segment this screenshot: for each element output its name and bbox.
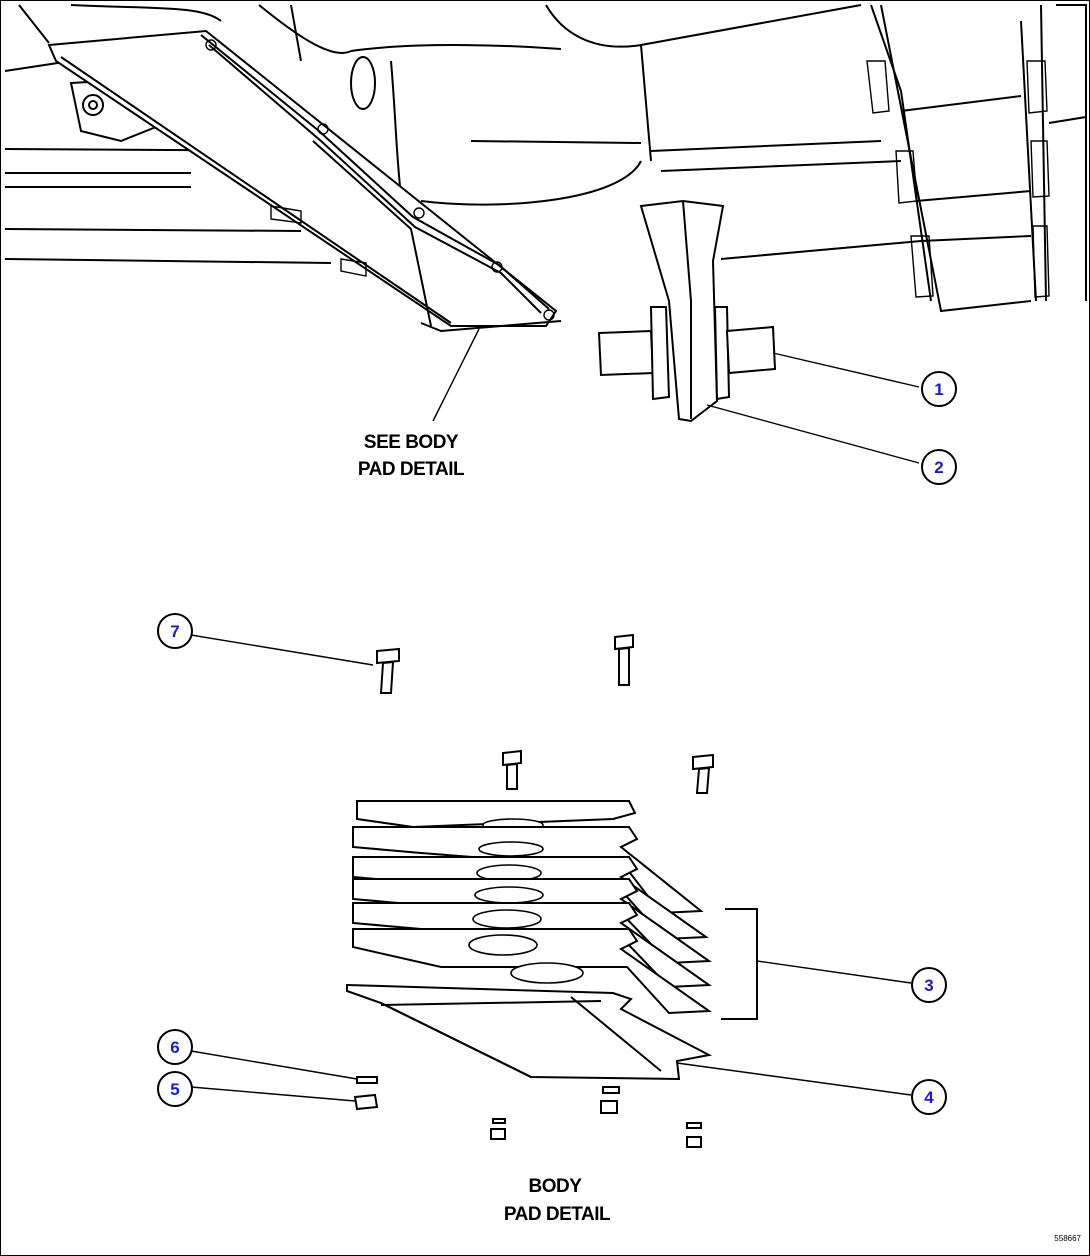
callout-3[interactable]: 3 xyxy=(911,967,947,1003)
detail-title-line1: BODY xyxy=(529,1176,583,1197)
shim-bracket xyxy=(721,908,758,1020)
shim-plates xyxy=(352,800,712,1015)
svg-text:3: 3 xyxy=(924,976,933,995)
svg-text:6: 6 xyxy=(170,1038,179,1057)
callout-1[interactable]: 1 xyxy=(921,371,957,407)
shim-6 xyxy=(356,1076,378,1084)
svg-text:5: 5 xyxy=(170,1080,179,1099)
bushing-bracket xyxy=(597,199,777,423)
svg-text:2: 2 xyxy=(934,458,943,477)
body-pad-rail xyxy=(47,29,562,333)
washer xyxy=(686,1122,702,1129)
base-plate xyxy=(346,983,713,1081)
bolt xyxy=(692,753,714,794)
bolt xyxy=(376,647,400,694)
washer xyxy=(602,1086,620,1094)
svg-text:4: 4 xyxy=(924,1088,934,1107)
callout-2[interactable]: 2 xyxy=(921,449,957,485)
washer xyxy=(600,1100,618,1114)
frame-assembly xyxy=(4,4,1087,313)
body-pad-detail xyxy=(346,633,758,1148)
callout-7[interactable]: 7 xyxy=(157,613,193,649)
callout-5[interactable]: 5 xyxy=(157,1071,193,1107)
washer xyxy=(492,1118,506,1124)
detail-title-line2: PAD DETAIL xyxy=(504,1204,611,1225)
svg-text:1: 1 xyxy=(934,380,943,399)
see-body-label-line2: PAD DETAIL xyxy=(358,459,465,480)
washer-5 xyxy=(353,1093,379,1111)
leader-lines xyxy=(190,328,920,1102)
washer xyxy=(686,1136,702,1148)
bolt xyxy=(502,749,522,790)
bolt xyxy=(614,633,634,686)
washer xyxy=(490,1128,506,1140)
see-body-label-line1: SEE BODY xyxy=(364,432,459,453)
callout-4[interactable]: 4 xyxy=(911,1079,947,1115)
svg-text:7: 7 xyxy=(170,622,179,641)
drawing-id: 558667 xyxy=(1054,1234,1081,1243)
callout-6[interactable]: 6 xyxy=(157,1029,193,1065)
